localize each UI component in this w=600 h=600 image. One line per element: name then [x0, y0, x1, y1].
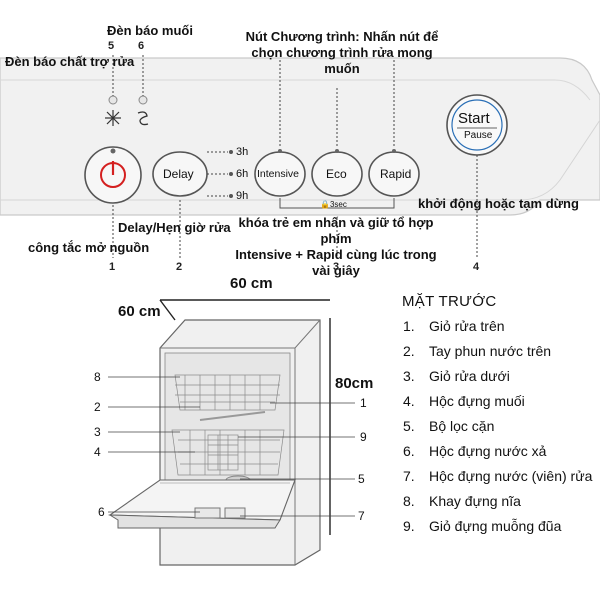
legend-item: 9.Giỏ đựng muỗng đũa — [403, 518, 562, 534]
panel-callout-4: 4 — [473, 261, 480, 273]
callout-6: 6 — [138, 40, 145, 52]
delay-button-label: Delay — [163, 167, 194, 181]
legend-item: 4.Hộc đựng muối — [403, 393, 525, 409]
eco-button-label: Eco — [326, 167, 347, 181]
legend-item: 3.Giỏ rửa dưới — [403, 368, 510, 384]
legend-item: 1.Giỏ rửa trên — [403, 318, 505, 334]
control-panel — [0, 55, 600, 258]
legend-item: 7.Hộc đựng nước (viên) rửa — [403, 468, 593, 484]
rapid-button-label: Rapid — [380, 167, 412, 181]
start-note: khởi động hoặc tạm dừng — [418, 196, 579, 211]
pause-label: Pause — [464, 130, 493, 141]
child-lock-note: khóa trẻ em nhấn và giữ tổ hợp phím Inte… — [235, 215, 437, 278]
height-dimension: 80cm — [335, 375, 374, 392]
rinse-aid-icon — [105, 110, 121, 126]
panel-callout-2: 2 — [176, 261, 183, 273]
panel-callout-1: 1 — [109, 261, 116, 273]
callout-4: 4 — [94, 445, 101, 459]
lock-icon: 🔒 — [320, 200, 330, 209]
rinse-aid-light — [108, 95, 118, 105]
legend-item: 2.Tay phun nước trên — [403, 343, 552, 359]
callout-2: 2 — [94, 400, 101, 414]
salt-indicator-label: Đèn báo muối — [107, 23, 193, 38]
salt-light — [138, 95, 148, 105]
legend-item: 8.Khay đựng nĩa — [403, 493, 521, 509]
callout-3: 3 — [94, 425, 101, 439]
callout-6-diagram: 6 — [98, 505, 105, 519]
depth-dimension: 60 cm — [118, 303, 161, 320]
intensive-button-label: Intensive — [257, 168, 300, 180]
legend-title: MẶT TRƯỚC — [402, 293, 497, 310]
delay-3h: 3h — [236, 146, 249, 158]
start-label: Start — [458, 110, 490, 127]
delay-6h: 6h — [236, 168, 249, 180]
callout-1: 1 — [360, 396, 367, 410]
lock-hint: 🔒3sec — [320, 200, 347, 209]
delay-9h: 9h — [236, 190, 249, 202]
legend-list: 1.Giỏ rửa trên 2.Tay phun nước trên 3.Gi… — [403, 318, 598, 558]
callout-9: 9 — [360, 430, 367, 444]
salt-icon — [137, 111, 149, 126]
dishwasher-diagram — [108, 299, 355, 566]
callout-5-diagram: 5 — [358, 472, 365, 486]
program-note: Nút Chương trình: Nhấn nút để chọn chươn… — [245, 29, 439, 76]
legend-item: 5.Bộ lọc cặn — [403, 418, 495, 434]
delay-note: Delay/Hẹn giờ rửa — [118, 220, 231, 235]
power-note: công tắc mở nguồn — [28, 240, 150, 255]
callout-7: 7 — [358, 509, 365, 523]
legend-item: 6.Hộc đựng nước xả — [403, 443, 547, 459]
callout-5: 5 — [108, 40, 115, 52]
rinse-aid-indicator-label: Đèn báo chất trợ rửa — [5, 54, 135, 69]
panel-callout-3: 3 — [333, 261, 340, 273]
callout-8: 8 — [94, 370, 101, 384]
width-dimension: 60 cm — [230, 275, 273, 292]
